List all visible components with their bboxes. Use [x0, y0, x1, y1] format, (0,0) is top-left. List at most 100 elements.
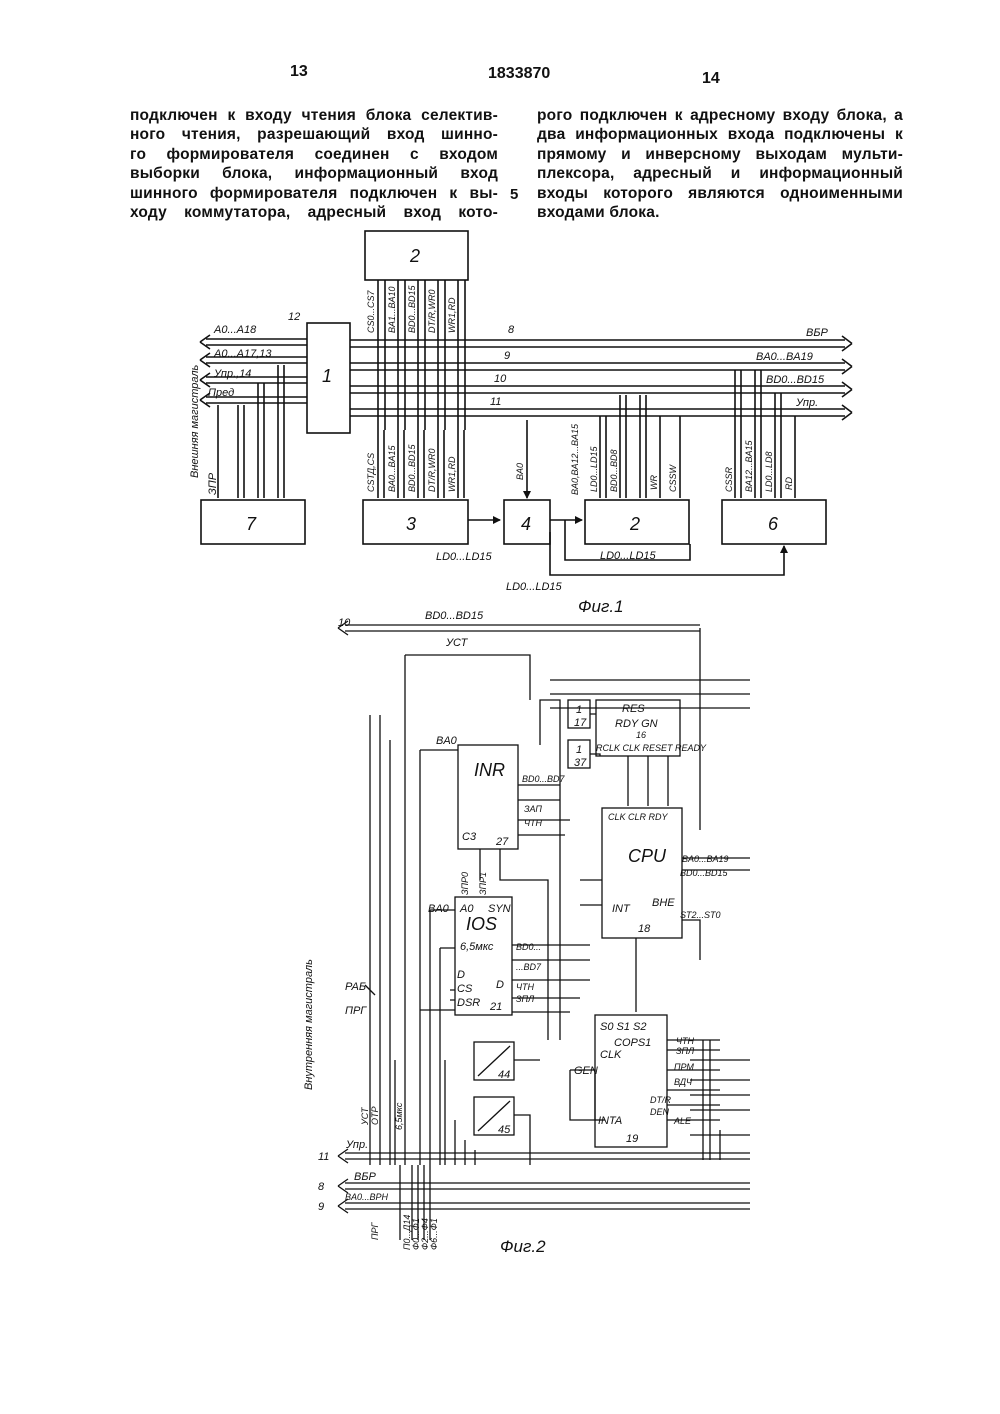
fig1-label-ba1-ba10: BA1...BA10 — [387, 286, 397, 333]
fig1-label-wr1-rd: WR1,RD — [447, 297, 457, 333]
fig1-label-cstd-cs: CSТД,CS — [366, 453, 376, 492]
fig2-label-ba0-b: BA0 — [428, 903, 450, 915]
fig2-label-bd0: BD0... — [516, 942, 541, 952]
fig1-label-wr1-rd-l: WR1,RD — [447, 456, 457, 492]
fig2-label-cpu-pins: CLK CLR RDY — [608, 812, 669, 822]
fig1-label-bd0-bd15-l: BD0...BD15 — [407, 443, 417, 492]
fig2-label-ale: ALE — [673, 1116, 692, 1126]
fig2-label-otr: ОТР — [370, 1106, 380, 1125]
fig2-label-cops: COPS1 — [614, 1037, 651, 1049]
fig2-gate-17-label: 17 — [574, 717, 587, 729]
fig1-label-bd0-bd15: BD0...BD15 — [766, 374, 825, 386]
fig2-label-prg2: ПРГ — [370, 1221, 380, 1240]
fig1-label-ld-2: LD0...LD15 — [589, 445, 599, 492]
fig2-label-19: 19 — [626, 1133, 638, 1145]
fig2-label-d-in: D — [457, 969, 465, 981]
fig2-label-dtr: DT/R — [650, 1095, 671, 1105]
fig1-label-cssw: CSSW — [668, 463, 678, 492]
fig1-label-vbr: ВБР — [806, 327, 828, 339]
fig1-label-9: 9 — [504, 350, 510, 362]
fig1-label-upr: Упр. — [795, 397, 818, 409]
fig1-block-7-label: 7 — [246, 514, 257, 534]
fig1-label-cs0-cs7: CS0...CS7 — [366, 289, 376, 333]
fig2-label-ba0-a: BA0 — [436, 735, 458, 747]
fig2-label-d-out: D — [496, 979, 504, 991]
fig1-block-1-label: 1 — [322, 366, 332, 386]
fig2-label-ust2: УСТ — [360, 1106, 370, 1126]
fig2-label-16-pins: RCLK CLK RESET READY — [596, 743, 707, 753]
fig2-label-clk: CLK — [600, 1049, 622, 1061]
fig2-label-11: 11 — [318, 1151, 329, 1163]
fig2-label-r3: Ф6...Ф1 — [429, 1218, 439, 1250]
fig2-vertical-caption: Внутренняя магистраль — [303, 959, 315, 1090]
fig2-block-cops — [595, 1015, 667, 1147]
fig1-label-ld-b: LD0...LD15 — [506, 581, 563, 593]
fig1-block-6-label: 6 — [768, 514, 779, 534]
fig2-label-9: 9 — [318, 1201, 324, 1213]
fig1-label-dt-wr0: DT/R,WR0 — [427, 290, 437, 334]
fig1-label-zpr: ЗПР — [207, 472, 219, 495]
fig1-block-3-label: 3 — [406, 514, 416, 534]
fig2-label-vbr: ВБР — [354, 1171, 376, 1183]
fig2-label-cht3: ЧТН — [676, 1036, 695, 1046]
fig1-block-2-label: 2 — [409, 246, 420, 266]
fig2-label-zpr0: ЗПР0 — [460, 872, 470, 895]
fig2-label-inr: INR — [474, 760, 505, 780]
fig2-label-bd7: ...BD7 — [516, 962, 542, 972]
fig1-label-dtr-wro-l: DT/R,WR0 — [427, 449, 437, 493]
fig2-label-inta: INTA — [598, 1115, 622, 1127]
fig2-gate-one-b: 1 — [576, 744, 582, 756]
fig2-label-c3: C3 — [462, 831, 477, 843]
fig2-label-ba0-ba19: BA0...BA19 — [682, 854, 729, 864]
fig1-label-ba0-ba19: BA0...BA19 — [756, 351, 813, 363]
fig1-label-ba0-ba12: BA0,BA12...BA15 — [570, 423, 580, 495]
fig2-label-27: 27 — [495, 836, 509, 848]
fig1-label-ld-ld8: LD0...LD8 — [764, 451, 774, 492]
fig1-label-rd: RD — [784, 477, 794, 490]
fig2-label-16: 16 — [636, 730, 646, 740]
fig2-label-rdy-gn: RDY GN — [615, 718, 658, 730]
fig2-label-ios: IOS — [466, 914, 497, 934]
fig2-label-rab: РАБ — [345, 981, 366, 993]
fig2-label-ba0-bp: BA0...BPH — [345, 1192, 389, 1202]
fig1-label-12: 12 — [288, 311, 300, 323]
fig2-label-18: 18 — [638, 923, 651, 935]
fig1-label-wr: WR — [649, 475, 659, 490]
fig1-label-ld-c: LD0...LD15 — [600, 550, 657, 562]
fig2-label-44: 44 — [498, 1069, 510, 1081]
fig2-label-cs: CS — [457, 983, 473, 995]
fig2-label-65: 6,5мкс — [460, 941, 494, 953]
fig1-label-bd0-bd8: BD0...BD8 — [609, 449, 619, 492]
fig1-label-ba12-ba15: BA12...BA15 — [744, 439, 754, 492]
fig2-label-dsr: DSR — [457, 997, 480, 1009]
fig2-label-cht2: ЧТН — [516, 982, 535, 992]
fig2-gate-37-label: 37 — [574, 757, 587, 769]
fig1-label-a0-a17: A0...A17,13 — [213, 348, 272, 360]
fig1-labels: 1 2 3 4 2 6 7 Внешняя магистраль ЗПР A0.… — [189, 246, 828, 616]
fig2-label-vdch: ВДЧ — [674, 1077, 693, 1087]
fig1-label-ba0-ba15: BA0...BA15 — [387, 444, 397, 492]
fig2-block-cpu — [602, 808, 682, 938]
fig2-label-zap: ЗАП — [524, 804, 542, 814]
fig1-label-8: 8 — [508, 324, 515, 336]
fig1-vertical-caption: Внешняя магистраль — [189, 364, 201, 478]
fig2-label-cops-pins: S0 S1 S2 — [600, 1021, 646, 1033]
fig2-label-cpu: CPU — [628, 846, 667, 866]
fig2-label-upr: Упр. — [345, 1139, 368, 1151]
fig2-label-21: 21 — [489, 1001, 502, 1013]
fig2-label-zap2: ЗПЛ — [516, 994, 535, 1004]
fig2-label-bd0-bd7: BD0...BD7 — [522, 774, 566, 784]
fig1-label-ba0: BA0 — [515, 463, 525, 480]
fig2-label-cht: ЧТН — [524, 818, 543, 828]
fig2-label-8: 8 — [318, 1181, 325, 1193]
fig1-block-4-label: 4 — [521, 514, 531, 534]
fig1-caption: Фиг.1 — [578, 597, 624, 616]
fig2-label-int: INT — [612, 903, 631, 915]
fig2-label-10: 10 — [338, 617, 351, 629]
fig2-label-st2-st0: ST2...ST0 — [680, 910, 721, 920]
fig1-label-11: 11 — [490, 396, 501, 408]
fig2-label-prg: ПРГ — [345, 1005, 367, 1017]
fig1-label-a0-a18: A0...A18 — [213, 324, 257, 336]
fig2-label-prm: ПРМ — [674, 1062, 694, 1072]
